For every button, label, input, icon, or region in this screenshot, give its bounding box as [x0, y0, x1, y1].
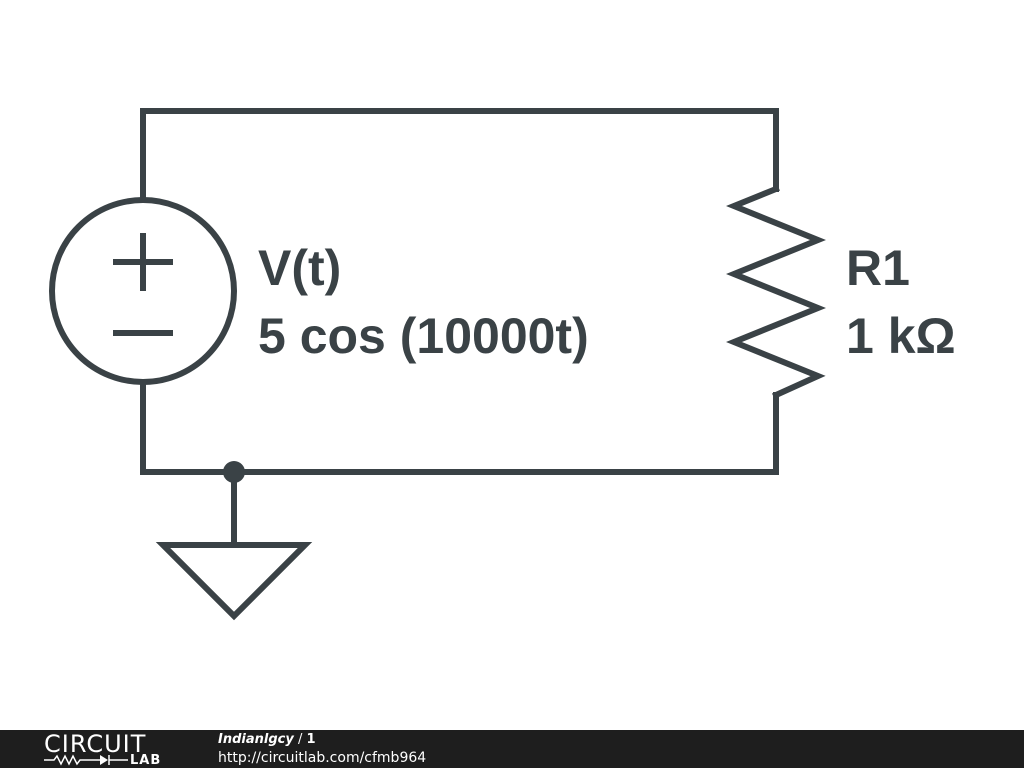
ground-symbol — [155, 542, 313, 621]
top-wire — [140, 108, 779, 202]
author-username[interactable]: Indianlgcy — [218, 732, 294, 747]
logo-circuit-icon — [44, 754, 128, 766]
circuitlab-logo[interactable]: CIRCUIT — [44, 730, 147, 758]
resistor-r1 — [726, 185, 826, 399]
resistor-name-label: R1 — [846, 240, 910, 296]
voltage-source — [49, 197, 237, 385]
bottom-wire — [140, 380, 779, 475]
circuit-url-link[interactable]: http://circuitlab.com/cfmb964 — [218, 750, 427, 766]
circuit-schematic: V(t) 5 cos (10000t) R1 1 kΩ — [49, 108, 956, 621]
footer-bar: CIRCUIT LAB Indianlgcy / 1 http://circui… — [0, 730, 1024, 768]
source-circle — [49, 197, 237, 385]
resistor-value-label: 1 kΩ — [846, 308, 956, 364]
source-value-label: 5 cos (10000t) — [258, 308, 589, 364]
revision-number: 1 — [306, 732, 316, 747]
author-line: Indianlgcy / 1 — [218, 732, 316, 748]
ground-junction-dot — [223, 461, 245, 483]
logo-lab-text: LAB — [130, 753, 162, 768]
author-separator: / — [293, 732, 307, 747]
source-name-label: V(t) — [258, 240, 341, 296]
